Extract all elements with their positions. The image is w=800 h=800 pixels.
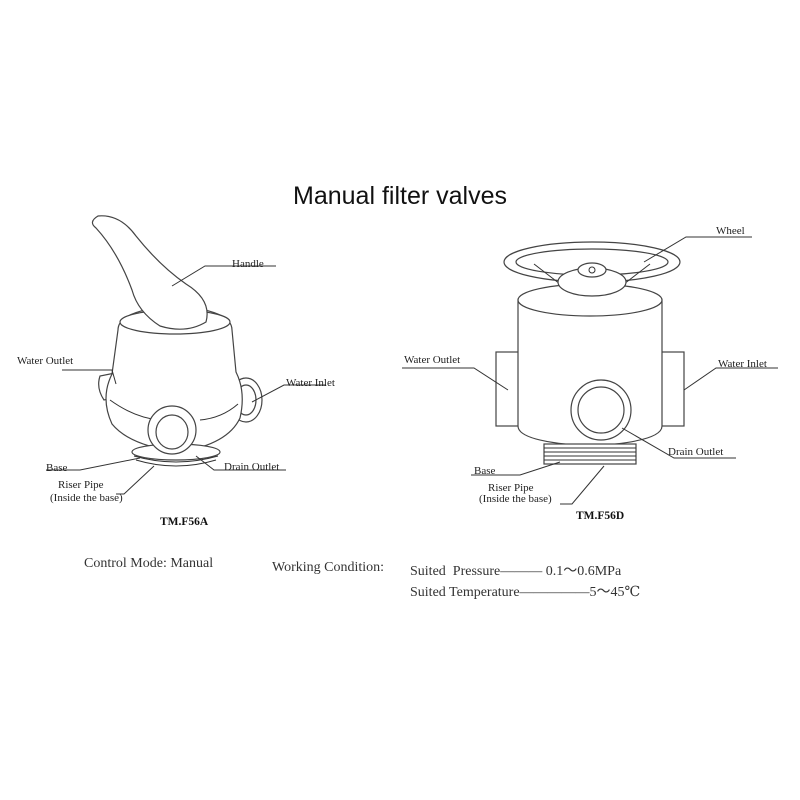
label-wheel: Wheel [716, 225, 745, 237]
label-drain-outlet-right: Drain Outlet [668, 446, 723, 458]
valve-base-right [543, 443, 637, 465]
water-inlet-port-right [659, 351, 685, 427]
valve-tm-f56a [46, 215, 326, 495]
model-label-left: TM.F56A [160, 516, 209, 528]
temperature-spec: Suited Temperature—————5～45℃ [410, 585, 641, 600]
label-water-outlet-right: Water Outlet [404, 354, 460, 366]
control-mode-text: Control Mode: Manual [84, 556, 214, 571]
label-water-inlet-right: Water Inlet [718, 358, 767, 370]
label-riser-pipe-note-right: (Inside the base) [479, 493, 552, 505]
label-riser-pipe-left: Riser Pipe [58, 479, 104, 491]
working-condition-label: Working Condition: [272, 560, 385, 575]
label-water-inlet-left: Water Inlet [286, 377, 335, 389]
label-base-left: Base [46, 462, 68, 474]
handle-lever [91, 215, 208, 330]
page-title: Manual filter valves [293, 182, 507, 210]
model-label-right: TM.F56D [576, 510, 624, 522]
water-outlet-port-right [495, 351, 521, 427]
valve-tm-f56d [402, 236, 778, 505]
label-drain-outlet-left: Drain Outlet [224, 461, 279, 473]
label-base-right: Base [474, 465, 496, 477]
pressure-spec: Suited Pressure——— 0.1～0.6MPa [410, 564, 622, 579]
label-riser-pipe-note-left: (Inside the base) [50, 492, 123, 504]
label-handle: Handle [232, 258, 264, 270]
label-riser-pipe-right: Riser Pipe [488, 482, 534, 494]
label-water-outlet-left: Water Outlet [17, 355, 73, 367]
